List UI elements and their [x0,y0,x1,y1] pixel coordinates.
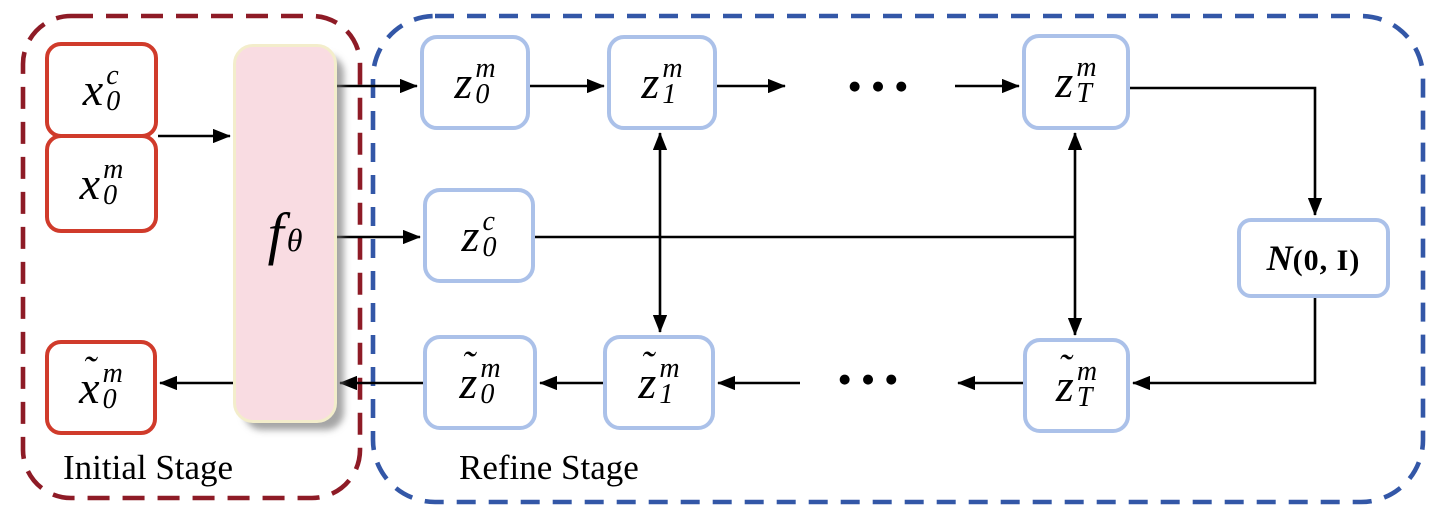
initial-stage-label: Initial Stage [63,448,234,487]
ellipsis-bottom-icon: ●●● [839,372,910,387]
refine-stage-boundary [370,13,1426,505]
arrow-zTm-to-noise [1130,86,1323,216]
ellipsis-top-icon: ●●● [849,79,920,94]
node-noise-label: N(0, I) [1266,238,1361,278]
script-n-glyph: N [1266,238,1293,278]
refine-stage-label: Refine Stage [459,448,639,487]
arrow-noise-to-zTm-tilde [1132,298,1317,391]
initial-stage-boundary [20,13,363,501]
node-f-theta-label: f θ [267,200,303,266]
node-noise: N(0, I) [1237,218,1390,298]
node-f-theta: f θ [233,44,337,423]
